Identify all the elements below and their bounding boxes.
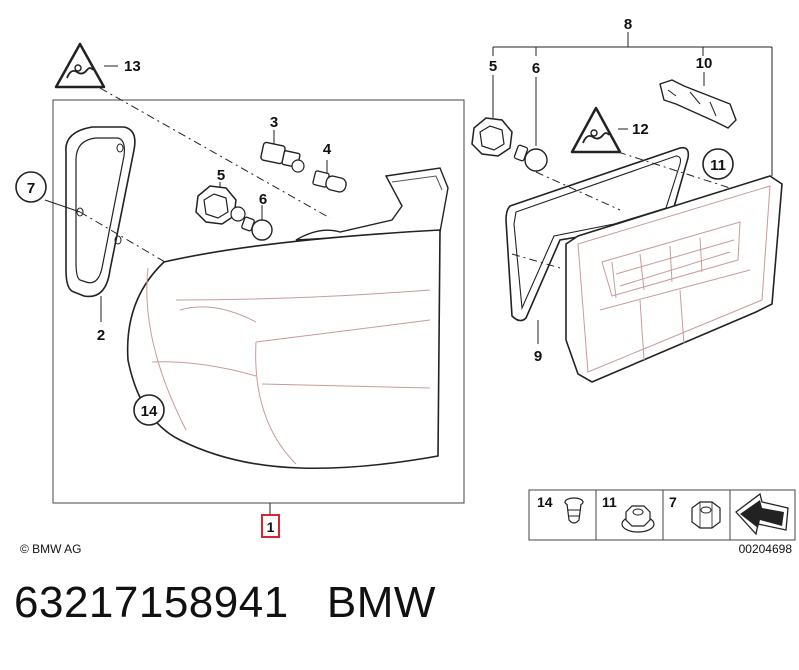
svg-text:7: 7 (27, 180, 35, 197)
legend-label-14: 14 (537, 494, 553, 510)
bulb-6-right (513, 144, 548, 172)
callout-5-right[interactable]: 5 (489, 58, 497, 75)
legend-label-11: 11 (602, 494, 617, 510)
warning-triangle-icon (54, 42, 106, 89)
legend-label-7: 7 (669, 494, 677, 510)
brand-name: BMW (326, 578, 436, 627)
expanding-rivet-icon (564, 497, 584, 524)
svg-text:14: 14 (141, 403, 158, 420)
drawing-number: 00204698 (739, 542, 793, 556)
copyright-text: © BMW AG (20, 542, 82, 556)
bulb-socket-5-right (471, 117, 513, 157)
callout-6-left[interactable]: 6 (259, 191, 267, 208)
svg-text:11: 11 (710, 157, 726, 174)
callout-10[interactable]: 10 (696, 55, 713, 72)
callout-1[interactable]: 1 (261, 514, 280, 538)
callout-3[interactable]: 3 (270, 114, 278, 131)
outer-tail-light (126, 167, 449, 470)
callout-12[interactable]: 12 (632, 121, 649, 138)
svg-text:1: 1 (267, 519, 275, 535)
callout-8[interactable]: 8 (624, 16, 632, 33)
callout-7[interactable]: 7 (15, 171, 47, 203)
part-number: 63217158941 (14, 578, 289, 627)
callout-4[interactable]: 4 (323, 141, 332, 158)
callout-11[interactable]: 11 (702, 148, 734, 180)
bulb-socket-3 (260, 141, 305, 173)
highlight-box (261, 514, 280, 538)
callout-14[interactable]: 14 (133, 394, 165, 426)
warning-triangle-icon-12 (570, 106, 622, 154)
hex-nut-icon (691, 501, 721, 529)
callout-9[interactable]: 9 (534, 348, 542, 365)
bulb-4 (312, 170, 347, 193)
callout-2[interactable]: 2 (97, 327, 105, 344)
callout-13[interactable]: 13 (124, 58, 141, 75)
part-number-line: 63217158941 BMW (14, 578, 436, 628)
legend-strip: 14 11 7 (528, 489, 796, 541)
callout-6-right[interactable]: 6 (532, 60, 540, 77)
callout-5-left[interactable]: 5 (217, 167, 225, 184)
gasket-9 (505, 146, 690, 322)
bulb-6 (241, 216, 273, 241)
collar-nut-icon (621, 505, 655, 533)
holder-clip-10 (659, 79, 737, 129)
inner-tail-light (565, 175, 783, 383)
bulb-socket-5 (195, 185, 246, 225)
gasket-part (65, 126, 136, 298)
assembly-frame-left (52, 99, 465, 504)
arrow-pointer-icon (735, 492, 789, 536)
